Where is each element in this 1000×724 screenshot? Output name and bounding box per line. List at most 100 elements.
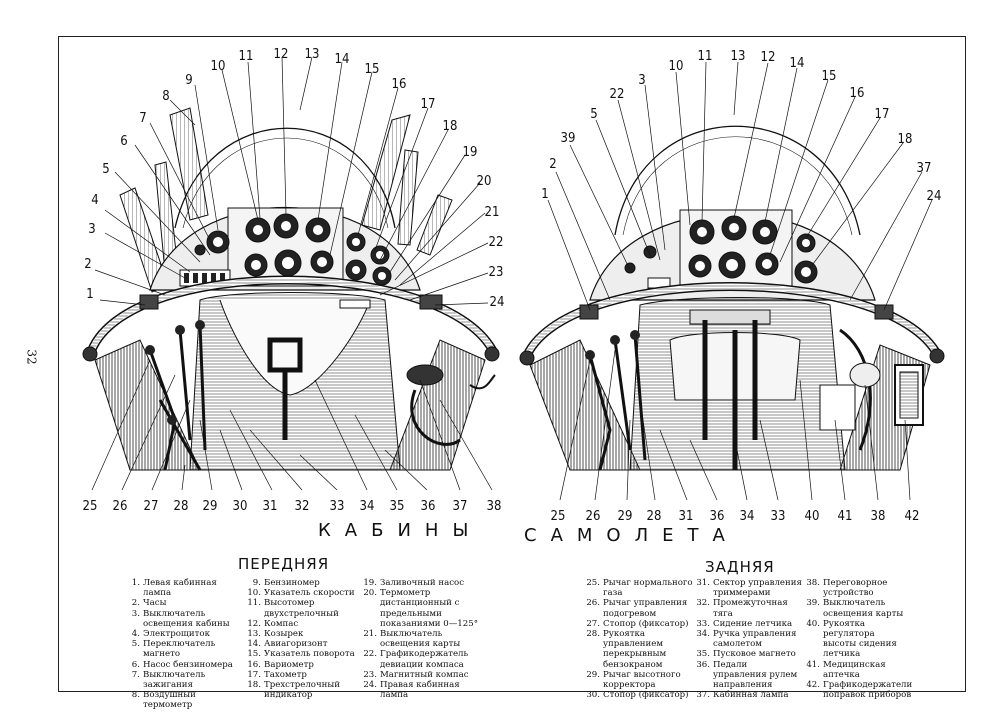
legend-item-number: 8. <box>131 690 140 701</box>
front-callout: 38 <box>487 499 502 514</box>
front-callout: 36 <box>421 499 436 514</box>
front-callout: 37 <box>453 499 468 514</box>
legend-item-number: 7. <box>131 669 140 680</box>
rear-callout: 1 <box>541 187 548 202</box>
legend-item: 21.Выключатель освещения карты <box>362 629 480 649</box>
rear-callout: 24 <box>927 189 942 204</box>
legend-item-number: 25. <box>586 578 600 588</box>
front-callout: 32 <box>295 499 310 514</box>
legend-item-text: Магнитный компас <box>380 669 469 680</box>
legend-item-number: 1. <box>131 578 140 588</box>
legend-item-number: 34. <box>696 629 710 640</box>
legend-item-number: 33. <box>696 618 710 629</box>
legend-item: 32.Промежуточная тяга <box>695 598 803 618</box>
legend-item-text: Авиагоризонт <box>264 639 328 650</box>
legend-item: 20.Термометр дистанционный с предельными… <box>362 588 480 629</box>
legend-item: 29.Рычаг высотного корректора <box>585 670 693 690</box>
front-callout: 13 <box>305 47 320 62</box>
front-callout: 30 <box>233 499 248 514</box>
legend-item-text: Кабинная лампа <box>713 690 789 701</box>
legend-item-number: 2. <box>131 598 140 609</box>
legend-item-number: 39. <box>806 598 820 609</box>
legend-item-number: 24. <box>363 680 377 691</box>
front-callout: 15 <box>365 62 380 77</box>
front-callout: 3 <box>88 222 95 237</box>
front-callout: 26 <box>113 499 128 514</box>
rear-callout: 2 <box>549 157 556 172</box>
legend-item-text: Переговорное устройство <box>823 578 888 599</box>
legend-item: 9.Бензиномер <box>246 578 362 588</box>
legend-item-text: Высотомер двухстрелочный <box>264 598 339 619</box>
rear-callout: 17 <box>875 107 890 122</box>
legend-item: 35.Пусковое магнето <box>695 649 803 659</box>
front-callout: 2 <box>84 257 91 272</box>
legend-item: 15.Указатель поворота <box>246 649 362 659</box>
legend-item: 27.Стопор (фиксатор) <box>585 619 693 629</box>
front-callout: 10 <box>211 59 226 74</box>
legend-item-text: Указатель поворота <box>264 649 355 660</box>
legend-item-number: 4. <box>131 629 140 640</box>
front-callout: 21 <box>485 205 500 220</box>
legend-item-text: Выключатель освещения карты <box>823 598 904 619</box>
caption-word-2: САМОЛЕТА <box>524 525 739 546</box>
front-callout: 34 <box>360 499 375 514</box>
front-callout: 28 <box>174 499 189 514</box>
front-callout: 16 <box>392 77 407 92</box>
rear-callout: 12 <box>761 50 776 65</box>
rear-callout: 31 <box>679 509 694 524</box>
rear-callout: 40 <box>805 509 820 524</box>
legend-item-number: 37. <box>696 690 710 701</box>
legend-item-text: Промежуточная тяга <box>713 598 788 619</box>
front-callout: 8 <box>162 89 169 104</box>
rear-callout: 37 <box>917 161 932 176</box>
legend-item-text: Рычаг управления подогревом <box>603 598 688 619</box>
front-callout: 20 <box>477 174 492 189</box>
legend-item: 10.Указатель скорости <box>246 588 362 598</box>
front-callout: 11 <box>239 49 254 64</box>
rear-callout: 22 <box>610 87 625 102</box>
legend-item-number: 22. <box>363 649 377 660</box>
front-callout: 22 <box>489 235 504 250</box>
rear-callout: 5 <box>590 107 597 122</box>
front-callout: 9 <box>185 73 192 88</box>
legend-item: 1.Левая кабинная лампа <box>125 578 245 598</box>
legend-item-text: Графикодержатель девиации компаса <box>380 649 469 670</box>
front-callout: 7 <box>139 111 146 126</box>
legend-item-text: Правая кабинная лампа <box>380 680 460 701</box>
legend-item-text: Педали управления рулем направления <box>713 659 798 691</box>
rear-callout: 38 <box>871 509 886 524</box>
legend-item-number: 16. <box>247 659 261 670</box>
legend-item: 31.Сектор управления триммерами <box>695 578 803 598</box>
legend-item-text: Рычаг высотного корректора <box>603 669 681 691</box>
legend-item: 17.Тахометр <box>246 670 362 680</box>
legend-item-text: Термометр дистанционный с предельными по… <box>380 588 478 629</box>
rear-cockpit-drawing: 1 2 3 5 10 11 12 13 14 15 16 17 18 22 24… <box>519 49 945 524</box>
rear-callout: 29 <box>618 509 633 524</box>
legend-item: 39.Выключатель освещения карты <box>805 598 905 618</box>
legend-item: 28.Рукоятка управлением перекрывным бенз… <box>585 629 693 670</box>
legend-item-number: 38. <box>806 578 820 588</box>
rear-callout: 39 <box>561 131 576 146</box>
legend-item: 23.Магнитный компас <box>362 670 480 680</box>
legend-item-text: Сидение летчика <box>713 618 793 629</box>
legend-item: 36.Педали управления рулем направления <box>695 660 803 691</box>
page-frame <box>58 36 966 692</box>
legend-item-number: 11. <box>247 598 261 609</box>
legend-item-number: 30. <box>586 690 600 701</box>
front-callout: 23 <box>489 265 504 280</box>
legend-item-number: 19. <box>363 578 377 588</box>
legend-item: 6.Насос бензиномера <box>125 660 245 670</box>
legend-item-number: 41. <box>806 659 820 670</box>
legend-item-text: Бензиномер <box>264 578 320 588</box>
legend-item-text: Тахометр <box>264 669 307 680</box>
rear-callout: 28 <box>647 509 662 524</box>
rear-callout: 18 <box>898 132 913 147</box>
legend-item-number: 12. <box>247 618 261 629</box>
legend-item-number: 31. <box>696 578 710 588</box>
legend-item: 25.Рычаг нормального газа <box>585 578 693 598</box>
